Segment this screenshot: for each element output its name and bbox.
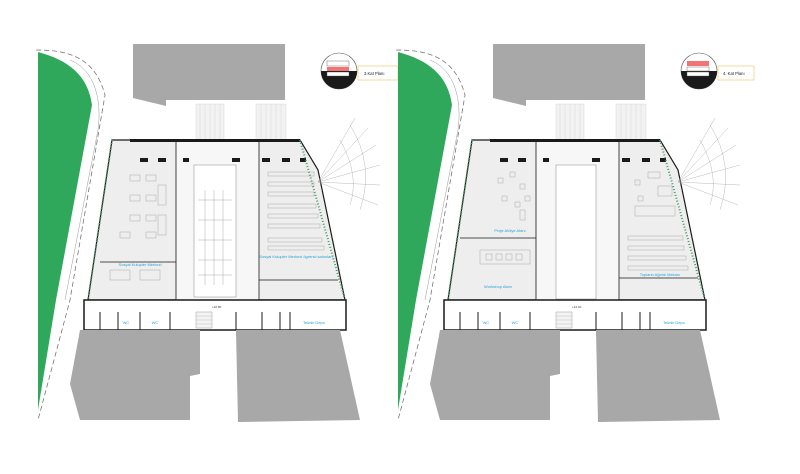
partitions bbox=[460, 142, 698, 300]
key-plan-2: 4. Kat Planı bbox=[680, 52, 755, 90]
green-park-area bbox=[38, 52, 92, 410]
studio-furniture bbox=[479, 171, 531, 265]
service-label: Teknik Depo bbox=[663, 320, 686, 325]
atrium-stair-lines bbox=[198, 190, 232, 285]
level-mark: +14.40 bbox=[572, 305, 582, 309]
neighbour-building-bottom-right bbox=[596, 330, 720, 422]
club-room-furniture bbox=[119, 174, 167, 239]
wc-label-right: WC bbox=[512, 320, 519, 325]
entrance-steps bbox=[195, 103, 287, 141]
floor-plan-3: Sosyal Kulupler Merkezi Sosyal Kulupler … bbox=[35, 44, 399, 422]
wc-label-left: WC bbox=[123, 320, 130, 325]
wc-label-right: WC bbox=[152, 320, 159, 325]
atrium-void bbox=[555, 164, 597, 300]
lockers bbox=[109, 269, 161, 281]
level-mark: +10.80 bbox=[212, 305, 222, 309]
floor-plan-4: Proje Atölye Alanı Workshop Alanı Toplan… bbox=[395, 44, 755, 422]
neighbour-building-top bbox=[493, 44, 645, 106]
partitions bbox=[100, 142, 338, 300]
entrance-steps bbox=[555, 103, 647, 141]
neighbour-building-top bbox=[133, 44, 285, 106]
room-label-right-main: Sosyal Kulupler Merkezi ögrenci salonlar… bbox=[259, 254, 332, 259]
green-park-area bbox=[398, 52, 452, 410]
neighbour-building-bottom-left bbox=[430, 330, 560, 420]
room-label-left-main: Sosyal Kulupler Merkezi bbox=[119, 262, 162, 267]
key-plan-label: 3.Kat Planı bbox=[364, 71, 385, 76]
service-band bbox=[83, 299, 347, 331]
service-label: Teknik Depo bbox=[303, 320, 326, 325]
room-label-left-upper: Proje Atölye Alanı bbox=[494, 228, 525, 233]
site-boundary-line bbox=[424, 59, 460, 301]
key-plan-1: 3.Kat Planı bbox=[320, 52, 399, 90]
right-glazing bbox=[299, 139, 346, 301]
service-band bbox=[443, 299, 707, 331]
road-dashed-line bbox=[35, 49, 106, 421]
structural-columns bbox=[130, 139, 306, 162]
right-glazing bbox=[659, 139, 706, 301]
wc-label-left: WC bbox=[483, 320, 490, 325]
road-dashed-line bbox=[395, 49, 466, 421]
service-walls bbox=[99, 312, 291, 330]
atrium-void bbox=[193, 164, 237, 298]
neighbour-building-bottom-right bbox=[236, 330, 360, 422]
structural-columns bbox=[490, 139, 666, 162]
hall-seating-rows bbox=[267, 171, 325, 251]
view-fan-lines bbox=[317, 117, 381, 211]
site-boundary-line bbox=[64, 59, 100, 301]
room-label-left-main: Workshop Alanı bbox=[484, 284, 512, 289]
room-label-right-main: Toplantı Ağırlık Mekanı bbox=[640, 272, 680, 277]
service-walls bbox=[459, 312, 651, 330]
meeting-furniture bbox=[627, 171, 689, 271]
key-plan-label: 4. Kat Planı bbox=[723, 71, 745, 76]
view-fan-lines bbox=[677, 117, 741, 211]
neighbour-building-bottom-left bbox=[70, 330, 200, 420]
